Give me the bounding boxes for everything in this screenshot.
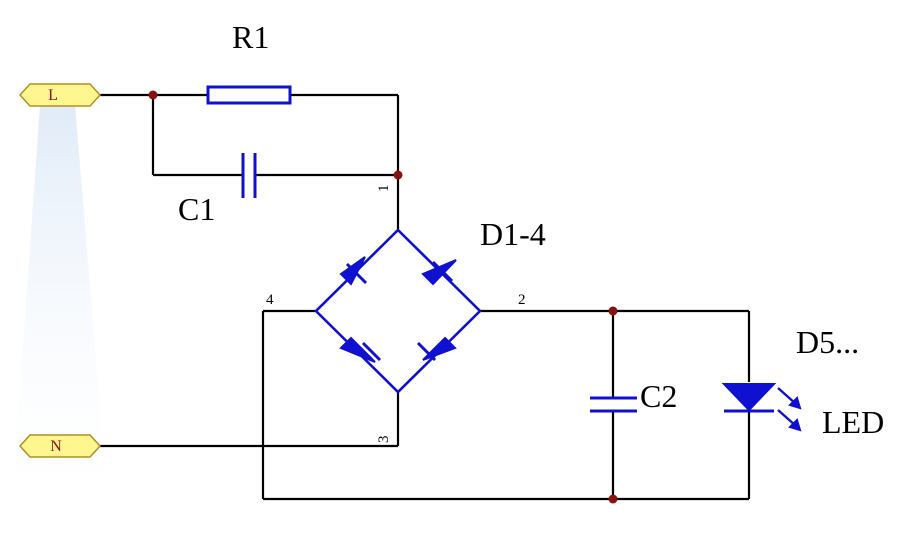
wires: [100, 93, 751, 501]
junction-dot: [608, 306, 618, 316]
pin-3-label: 3: [376, 436, 392, 444]
port-l-label: L: [48, 87, 58, 104]
led-label: LED: [822, 404, 884, 440]
capacitor-c2-label: C2: [640, 378, 677, 414]
bridge-diode-ul: [339, 256, 368, 286]
port-n-label: N: [50, 438, 62, 455]
background-glow: [10, 105, 110, 530]
junction-dot: [393, 170, 403, 180]
junctions: [148, 90, 618, 504]
capacitor-c2: [590, 396, 637, 413]
capacitor-c1: [241, 153, 257, 198]
bridge-diode-ll: [339, 336, 382, 363]
led-emission-arrows: [777, 387, 802, 432]
capacitor-c1-label: C1: [178, 191, 215, 227]
port-l: L: [18, 83, 102, 107]
led-d5: [721, 383, 802, 432]
port-n: N: [18, 434, 102, 458]
junction-dot: [148, 90, 158, 100]
bridge-diode-ur: [421, 259, 457, 286]
bridge-label: D1-4: [480, 216, 546, 252]
led-ref-label: D5...: [796, 324, 859, 360]
bridge-diode-lr: [416, 336, 457, 362]
bridge-rectifier: [314, 228, 482, 394]
resistor-r1-label: R1: [232, 19, 269, 55]
pin-1-label: 1: [376, 185, 392, 193]
resistor-r1: [206, 85, 292, 105]
junction-dot: [608, 494, 618, 504]
pin-4-label: 4: [266, 292, 274, 308]
pin-2-label: 2: [518, 292, 526, 308]
